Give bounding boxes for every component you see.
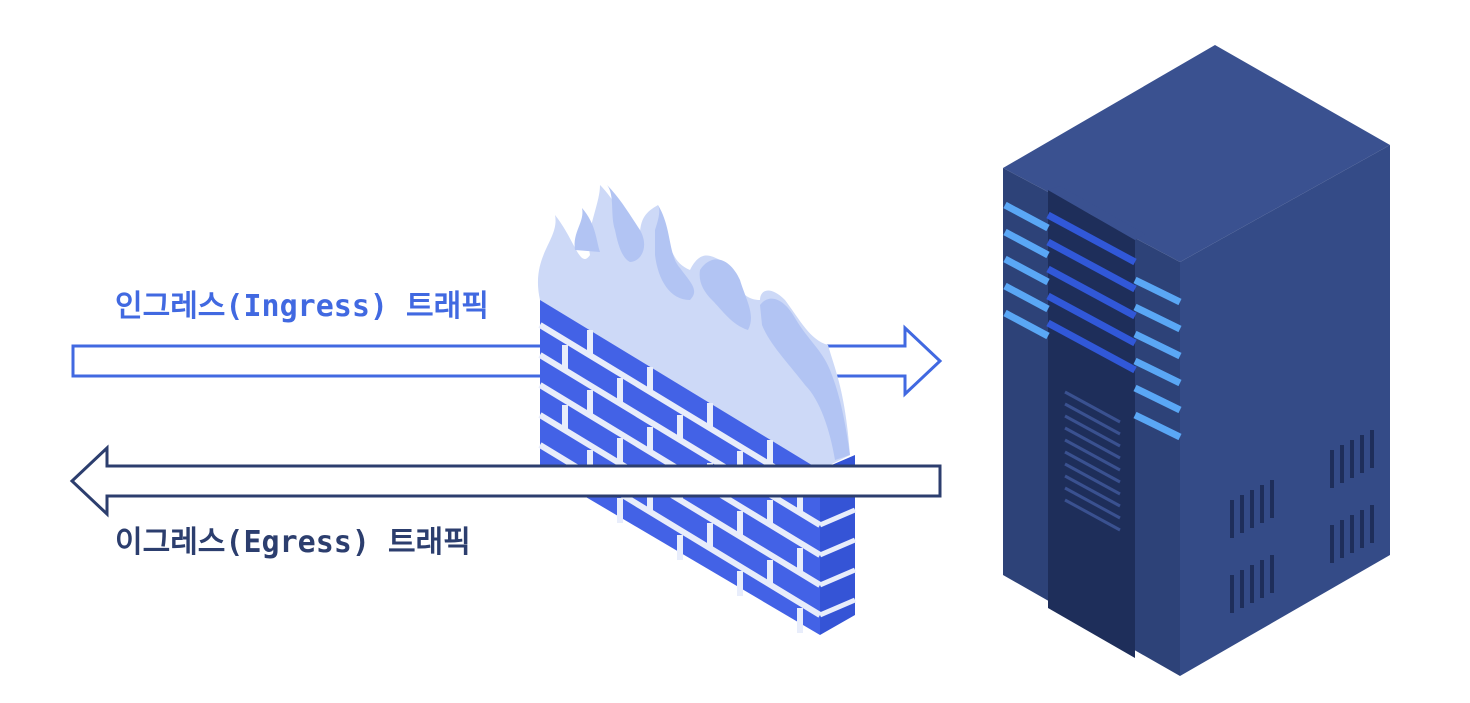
egress-arrow xyxy=(69,444,942,518)
flame-icon xyxy=(537,185,850,470)
egress-label: 이그레스(Egress) 트래픽 xyxy=(115,525,471,560)
firewall-icon xyxy=(537,185,856,635)
ingress-label: 인그레스(Ingress) 트래픽 xyxy=(115,289,489,324)
server-icon xyxy=(1003,45,1390,676)
ingress-arrow xyxy=(71,324,943,398)
